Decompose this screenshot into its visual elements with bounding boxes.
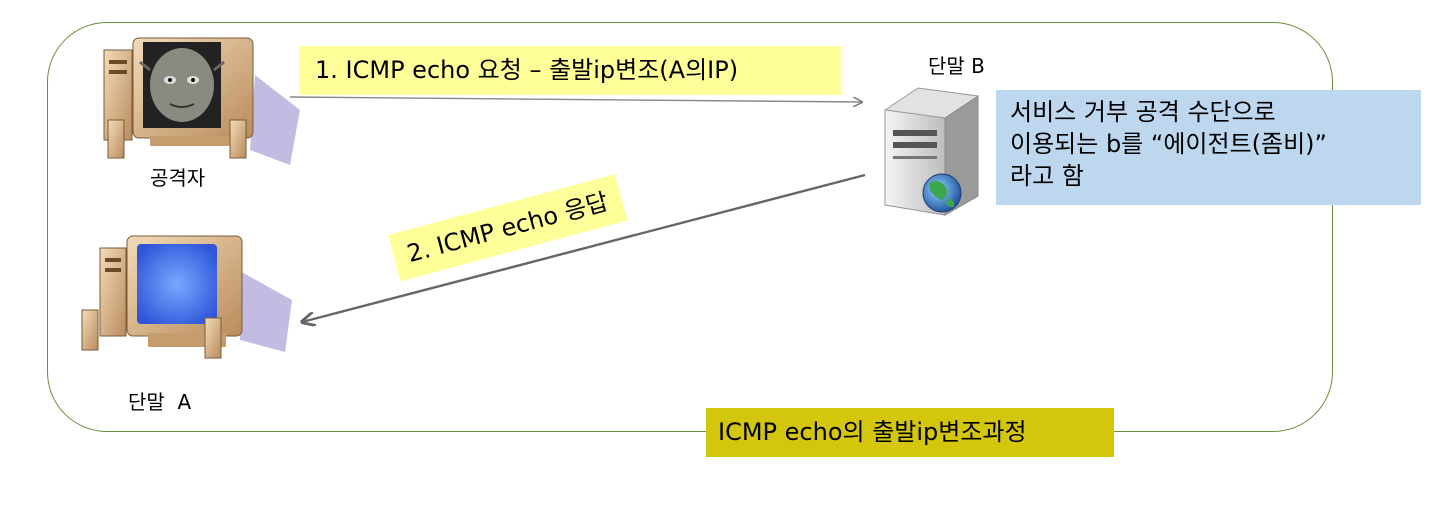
- note-line: 이용되는 b를 “에이전트(좀비)”: [1010, 130, 1327, 158]
- diagram-caption: ICMP echo의 출발ip변조과정: [706, 408, 1114, 457]
- zombie-note: 서비스 거부 공격 수단으로 이용되는 b를 “에이전트(좀비)” 라고 함: [996, 90, 1421, 205]
- diagram-frame: [47, 22, 1333, 432]
- reply-arrow: [302, 173, 866, 322]
- victim-computer-icon: [81, 235, 292, 359]
- request-arrow: [289, 96, 862, 102]
- attacker-label: 공격자: [150, 166, 206, 190]
- note-line: 라고 함: [1010, 162, 1084, 190]
- note-line: 서비스 거부 공격 수단으로: [1010, 98, 1276, 126]
- server-globe-icon: [884, 87, 979, 216]
- request-callout: 1. ICMP echo 요청 – 출발ip변조(A의IP): [299, 46, 841, 95]
- attacker-computer-icon: [103, 37, 300, 165]
- terminal-a-label: 단말 A: [128, 390, 192, 414]
- terminal-b-label: 단말 B: [928, 54, 985, 78]
